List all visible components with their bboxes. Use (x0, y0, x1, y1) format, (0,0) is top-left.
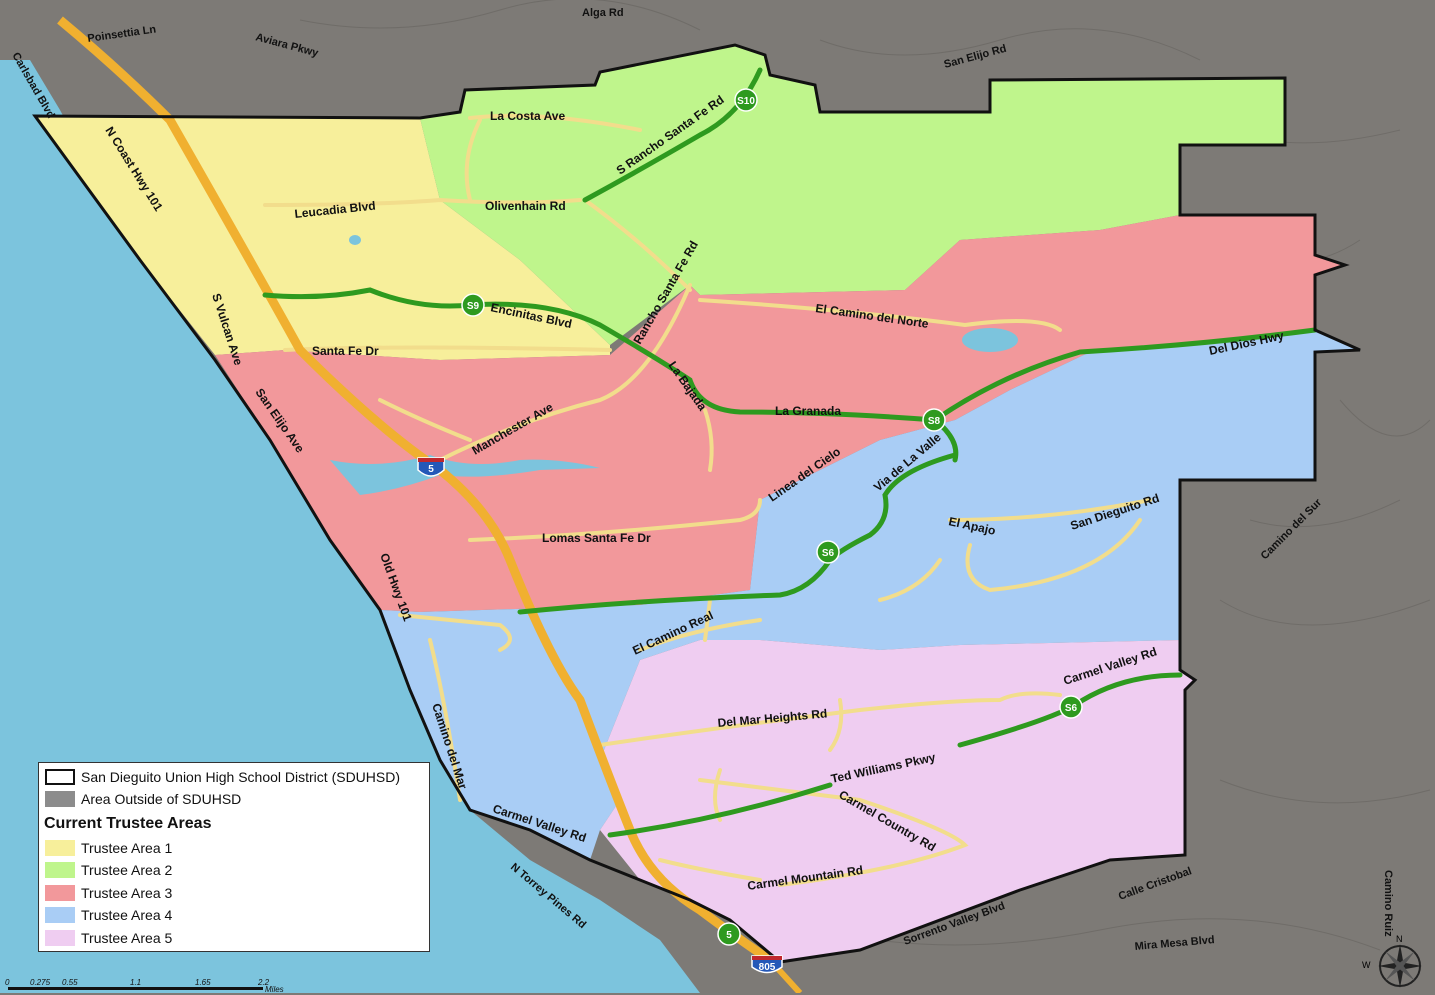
compass-rose-icon: N W (1362, 934, 1432, 990)
svg-text:S10: S10 (737, 96, 755, 107)
legend-row-area-3: Trustee Area 3 (45, 885, 172, 901)
road-label: Alga Rd (582, 7, 624, 19)
compass-w: W (1362, 960, 1371, 970)
legend-row-district: San Dieguito Union High School District … (45, 769, 400, 785)
local-roads (263, 113, 1152, 887)
legend-label: Trustee Area 5 (81, 930, 173, 946)
scale-unit: Miles (265, 985, 284, 994)
legend-row-area-5: Trustee Area 5 (45, 930, 172, 946)
route-shield-s10: S10 (734, 88, 758, 112)
legend-row-area-1: Trustee Area 1 (45, 840, 172, 856)
svg-text:805: 805 (759, 962, 776, 973)
lagoon (330, 455, 600, 495)
road-label: Lomas Santa Fe Dr (542, 531, 651, 545)
legend-label: Trustee Area 1 (81, 840, 173, 856)
compass-n: N (1396, 934, 1403, 944)
scale-tick: 1.1 (130, 978, 142, 987)
map-legend: San Dieguito Union High School District … (38, 762, 430, 952)
area-5-swatch (45, 930, 75, 946)
road-label: Olivenhain Rd (485, 199, 566, 213)
area-3-swatch (45, 885, 75, 901)
scale-bar: 0 0.275 0.55 1.1 1.65 2.2 Miles (0, 978, 300, 994)
ocean (0, 60, 700, 993)
district-boundary[interactable] (32, 43, 1361, 964)
trustee-area-4 (380, 330, 1360, 860)
route-shield-s9: S9 (461, 293, 485, 317)
legend-label: Trustee Area 3 (81, 885, 173, 901)
scale-tick: 1.65 (195, 978, 211, 987)
svg-text:S6: S6 (1065, 703, 1078, 714)
interstate-5 (57, 16, 773, 964)
road-label: Santa Fe Dr (312, 344, 379, 358)
interstate-shield-5: 5 (417, 457, 445, 477)
route-shield-s6: S6 (816, 540, 840, 564)
legend-label: San Dieguito Union High School District … (81, 769, 401, 785)
svg-text:S8: S8 (928, 416, 941, 427)
route-shield-s6: S6 (1059, 695, 1083, 719)
svg-text:S9: S9 (467, 301, 480, 312)
area-1-swatch (45, 840, 75, 856)
reservoir (962, 328, 1018, 352)
svg-text:5: 5 (428, 464, 434, 475)
area-2-swatch (45, 862, 75, 878)
scale-line (8, 987, 263, 990)
legend-label: Trustee Area 2 (81, 862, 173, 878)
scale-tick: 0.55 (62, 978, 78, 987)
interstate-shield-805: 805 (751, 955, 783, 974)
district-swatch (45, 769, 75, 785)
legend-row-area-4: Trustee Area 4 (45, 907, 172, 923)
legend-heading: Current Trustee Areas (44, 815, 212, 832)
svg-text:S6: S6 (822, 548, 835, 559)
legend-label: Area Outside of SDUHSD (81, 791, 242, 807)
svg-text:5: 5 (726, 930, 732, 941)
road-label: Camino Ruiz (1382, 870, 1394, 937)
legend-row-area-2: Trustee Area 2 (45, 862, 172, 878)
route-shield-s8: S8 (922, 408, 946, 432)
road-label: La Costa Ave (490, 109, 565, 123)
legend-label: Trustee Area 4 (81, 907, 173, 923)
legend-row-outside: Area Outside of SDUHSD (45, 791, 241, 807)
scale-tick: 0 (5, 978, 10, 987)
outside-swatch (45, 791, 75, 807)
pond (349, 235, 361, 245)
trustee-area-2 (420, 45, 1285, 345)
route-shield-5: 5 (717, 922, 741, 946)
scale-tick: 0.275 (30, 978, 51, 987)
scale-tick: 2.2 (258, 978, 270, 987)
road-label: La Granada (775, 404, 841, 418)
area-4-swatch (45, 907, 75, 923)
